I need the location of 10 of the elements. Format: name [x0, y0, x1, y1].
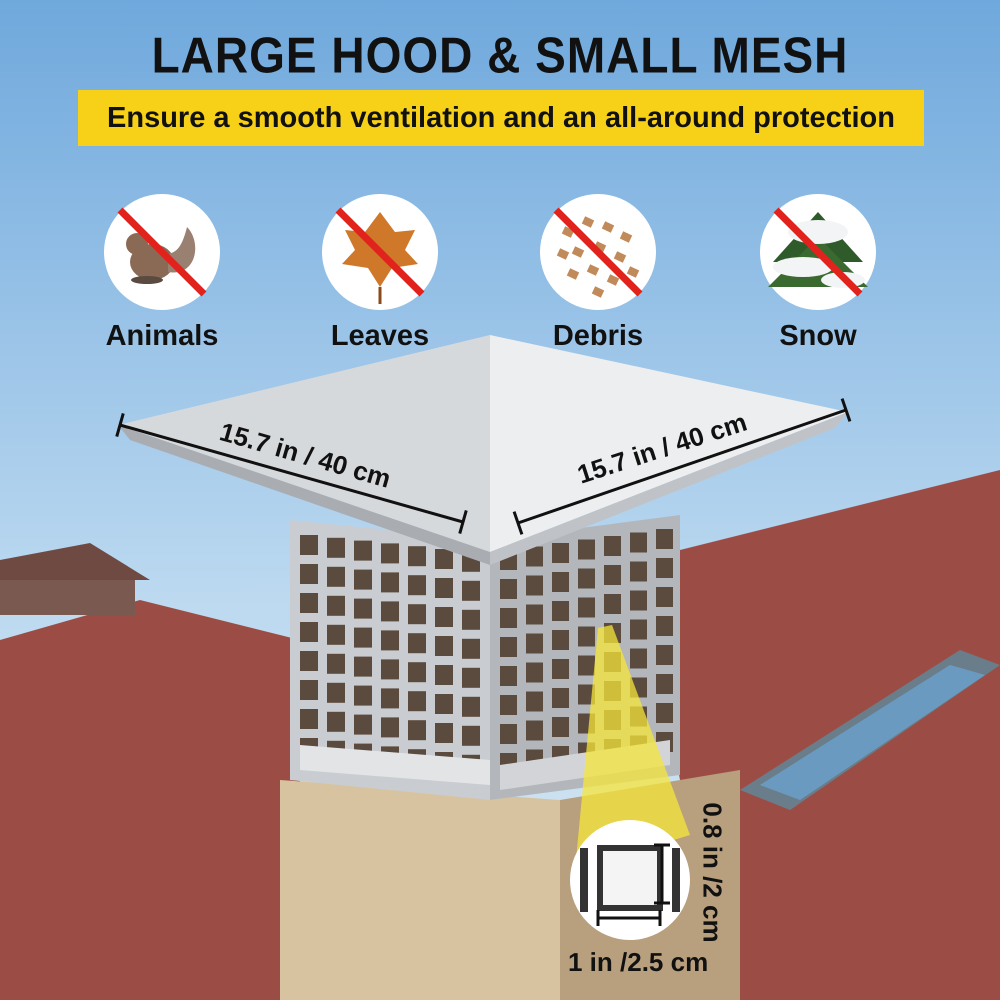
category-label: Animals: [106, 320, 218, 353]
dimension-label: 0.8 in /2 cm: [696, 802, 728, 942]
subtitle-banner: Ensure a smooth ventilation and an all-around protection: [78, 90, 924, 146]
category-label: Snow: [779, 320, 857, 353]
title: LARGE HOOD & SMALL MESH: [150, 25, 850, 85]
dimension-label: 1 in /2.5 cm: [568, 946, 708, 978]
dimension-label: 15.7 in / 40 cm: [574, 406, 751, 490]
category-label: Debris: [552, 320, 644, 353]
category-label: Leaves: [330, 320, 430, 353]
dimension-label: 15.7 in / 40 cm: [216, 416, 394, 494]
